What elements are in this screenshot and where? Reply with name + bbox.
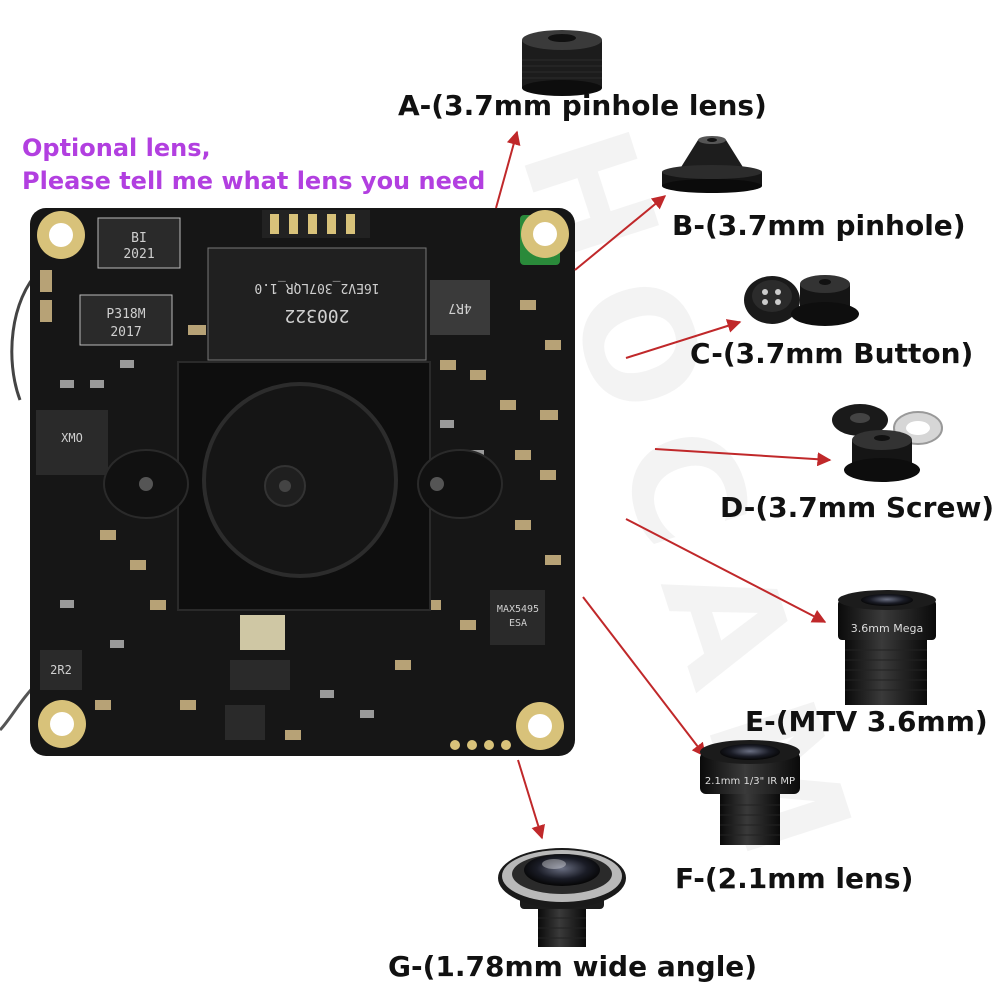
board-markings: BI 2021 P318M 2017 16EV2_307LQR_1.0 2003… — [50, 231, 539, 677]
lens-d-label: D-(3.7mm Screw) — [720, 491, 995, 524]
arrow-f — [582, 596, 706, 758]
lens-f-label: F-(2.1mm lens) — [675, 862, 914, 895]
lens-c-label: C-(3.7mm Button) — [690, 337, 974, 370]
lens-b-image — [662, 136, 762, 193]
ic-code: ESA — [509, 618, 527, 629]
chip-top-code: 2021 — [123, 247, 154, 262]
camera-board — [30, 208, 575, 756]
ic-text: MAX5495 — [497, 604, 539, 615]
note-line-2: Please tell me what lens you need — [22, 167, 486, 195]
arrow-c — [625, 319, 742, 359]
lens-g-image — [498, 848, 626, 947]
lens-e-barrel-text: 3.6mm Mega — [851, 622, 923, 635]
lens-g-label: G-(1.78mm wide angle) — [388, 950, 758, 983]
arrow-e — [625, 518, 827, 623]
chip-mid-text: P318M — [106, 307, 145, 322]
lens-a-label: A-(3.7mm pinhole lens) — [398, 89, 767, 122]
lens-e-label: E-(MTV 3.6mm) — [745, 705, 988, 738]
lens-f-image: 2.1mm 1/3" IR MP — [700, 740, 800, 845]
arrow-b — [574, 195, 667, 271]
note-line-1: Optional lens, — [22, 134, 211, 162]
lens-e-image: 3.6mm Mega — [838, 590, 936, 705]
arrow-a — [495, 130, 521, 209]
lens-c-image — [744, 275, 859, 326]
inductor2-text: 2R2 — [50, 663, 72, 677]
lens-d-image — [832, 404, 943, 482]
arrow-g — [517, 759, 545, 840]
lens-a-image — [522, 30, 602, 96]
chip-mid-code: 2017 — [110, 325, 141, 340]
inductor-text: 4R7 — [448, 300, 471, 315]
lens-b-label: B-(3.7mm pinhole) — [672, 209, 966, 242]
chip-top-text: BI — [131, 231, 147, 246]
flash-text: XMO — [61, 431, 83, 445]
module-code: 200322 — [284, 305, 349, 326]
arrow-d — [654, 448, 832, 467]
lens-f-barrel-text: 2.1mm 1/3" IR MP — [705, 776, 795, 787]
module-text: 16EV2_307LQR_1.0 — [254, 280, 379, 295]
